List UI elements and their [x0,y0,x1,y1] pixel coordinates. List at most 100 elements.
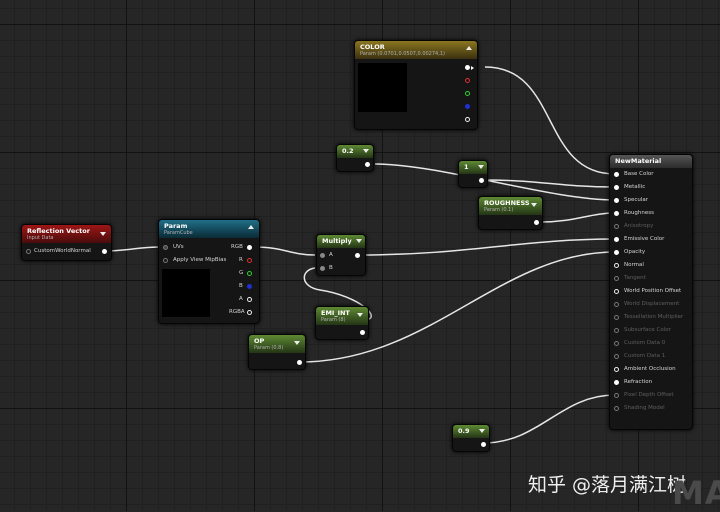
material-input-pin[interactable] [614,211,619,216]
output-pin-r[interactable] [247,258,252,263]
material-input-pin[interactable] [614,302,619,307]
collapse-icon[interactable] [248,225,254,229]
node-header[interactable]: Reflection Vector Input Data [22,225,111,243]
output-pin[interactable] [481,442,486,447]
material-pin-label: Refraction [624,379,653,385]
material-input-pin[interactable] [614,341,619,346]
node-subtitle: Param (8) [321,317,346,323]
collapse-icon[interactable] [466,46,472,50]
material-input-pin[interactable] [614,185,619,190]
input-pin-mipbias[interactable] [163,258,168,263]
input-pin-uvs[interactable] [163,245,168,250]
material-pin-label: Anisotropy [624,223,654,229]
material-pin-label: Base Color [624,171,654,177]
node-header[interactable]: COLOR Param (0.0701,0.0507,0.00274,1) [355,41,477,59]
material-pin-label: Roughness [624,210,655,216]
collapse-icon[interactable] [356,239,362,243]
constant-0.2-node[interactable]: 0.2 [336,144,374,172]
node-header[interactable]: ROUGHNESS Param (0.1) [479,197,542,215]
output-pin[interactable] [479,178,484,183]
collapse-icon[interactable] [363,149,369,153]
color-preview [358,63,407,112]
node-header[interactable]: EMI_INT Param (8) [316,307,368,325]
pin-rgb[interactable] [465,65,470,70]
node-subtitle: ParamCube [164,230,193,236]
color-param-node[interactable]: COLOR Param (0.0701,0.0507,0.00274,1) [354,40,478,130]
output-pin-rgb[interactable] [247,245,252,250]
node-title: COLOR [360,43,385,51]
material-input-pin[interactable] [614,367,619,372]
material-input-pin[interactable] [614,224,619,229]
param-cube-node[interactable]: Param ParamCube UVs Apply View MipBias R… [158,219,260,324]
material-pin-label: World Position Offset [624,288,682,294]
material-input-pin[interactable] [614,250,619,255]
output-pin-rgba[interactable] [247,310,252,315]
material-input-pin[interactable] [614,263,619,268]
pin-label: CustomWorldNormal [34,248,91,254]
node-header[interactable]: Param ParamCube [159,220,259,238]
emi-int-param-node[interactable]: EMI_INT Param (8) [315,306,369,340]
reflection-vector-node[interactable]: Reflection Vector Input Data CustomWorld… [21,224,112,261]
input-pin[interactable] [26,249,31,254]
node-subtitle: Param (0.1) [484,207,514,213]
node-header[interactable]: NewMaterial [610,155,692,168]
constant-0.9-node[interactable]: 0.9 [452,424,490,452]
material-input-pin[interactable] [614,406,619,411]
material-pin-label: Tangent [624,275,646,281]
material-input-pin[interactable] [614,380,619,385]
pin-r[interactable] [465,78,470,83]
input-pin-b[interactable] [320,266,325,271]
output-pin-b[interactable] [247,284,252,289]
collapse-icon[interactable] [294,341,300,345]
input-pin-a[interactable] [320,253,325,258]
node-value: 0.2 [342,147,354,155]
collapse-icon[interactable] [357,313,363,317]
material-input-pin[interactable] [614,315,619,320]
multiply-node[interactable]: Multiply A B [316,234,366,276]
material-input-pin[interactable] [614,289,619,294]
node-header[interactable]: 1 [459,161,487,174]
cube-preview [162,269,210,317]
node-header[interactable]: OP Param (0.8) [249,335,305,353]
material-input-pin[interactable] [614,198,619,203]
material-input-pin[interactable] [614,354,619,359]
material-pin-label: Metallic [624,184,646,190]
node-subtitle: Param (0.0701,0.0507,0.00274,1) [360,51,445,57]
output-pin-a[interactable] [247,297,252,302]
pin-label: B [239,283,243,289]
node-title: Multiply [322,237,352,245]
roughness-param-node[interactable]: ROUGHNESS Param (0.1) [478,196,543,230]
output-pin[interactable] [360,330,365,335]
pin-g[interactable] [465,91,470,96]
constant-1-node[interactable]: 1 [458,160,488,188]
node-header[interactable]: 0.2 [337,145,373,158]
pin-a[interactable] [465,117,470,122]
collapse-icon[interactable] [478,165,484,169]
collapse-icon[interactable] [531,203,537,207]
material-pin-label: Specular [624,197,649,203]
material-input-pin[interactable] [614,328,619,333]
output-pin[interactable] [297,360,302,365]
output-pin-g[interactable] [247,271,252,276]
material-pin-label: Shading Model [624,405,665,411]
node-subtitle: Input Data [27,235,54,241]
collapse-icon[interactable] [479,429,485,433]
output-pin[interactable] [102,249,107,254]
output-pin[interactable] [534,220,539,225]
node-header[interactable]: Multiply [317,235,365,248]
material-input-pin[interactable] [614,172,619,177]
pin-label: UVs [173,244,184,250]
material-input-pin[interactable] [614,276,619,281]
pin-label: RGB [231,244,243,250]
output-pin[interactable] [365,162,370,167]
material-input-pin[interactable] [614,393,619,398]
pin-b[interactable] [465,104,470,109]
output-pin[interactable] [355,253,360,258]
material-pin-label: World Displacement [624,301,680,307]
collapse-icon[interactable] [100,232,106,236]
material-input-pin[interactable] [614,237,619,242]
node-title: ROUGHNESS [484,199,530,207]
node-header[interactable]: 0.9 [453,425,489,438]
op-param-node[interactable]: OP Param (0.8) [248,334,306,370]
